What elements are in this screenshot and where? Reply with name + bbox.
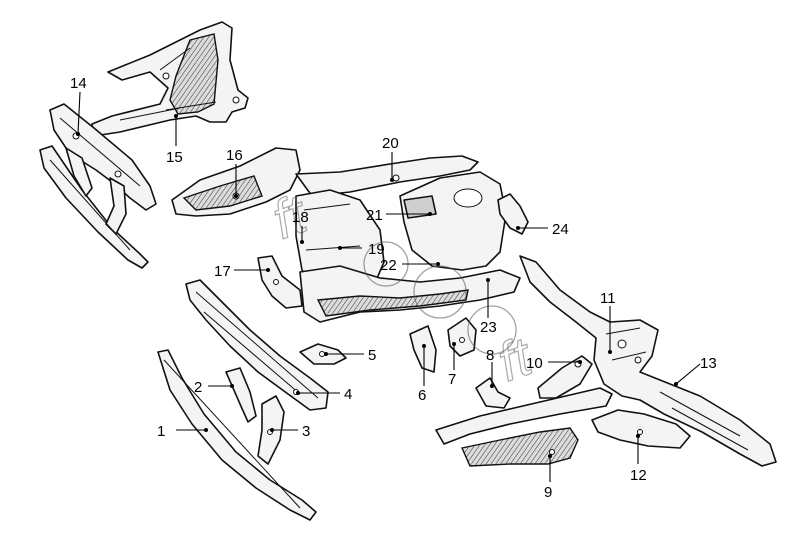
part-6-bracket <box>409 325 437 373</box>
part-lower-crossmember <box>299 265 521 323</box>
part-20-upper-apron <box>295 155 479 197</box>
part-8-bracket <box>475 377 511 409</box>
callout-19: 19 <box>368 241 385 258</box>
callout-4: 4 <box>344 386 352 403</box>
callout-labels: 1 2 3 4 5 6 7 8 9 10 11 12 13 14 15 16 1… <box>70 75 717 501</box>
part-12-bracket <box>591 409 691 449</box>
callout-2: 2 <box>194 379 202 396</box>
callout-21: 21 <box>366 207 383 224</box>
callout-13: 13 <box>700 355 717 372</box>
callout-16: 16 <box>226 147 243 164</box>
callout-3: 3 <box>302 423 310 440</box>
callout-14: 14 <box>70 75 87 92</box>
part-4-crossmember <box>185 279 329 411</box>
part-apron-wheel-house <box>399 171 507 271</box>
part-2-bracket <box>225 367 257 423</box>
callout-18: 18 <box>292 209 309 226</box>
callout-23: 23 <box>480 319 497 336</box>
callout-17: 17 <box>214 263 231 280</box>
callout-15: 15 <box>166 149 183 166</box>
callout-22: 22 <box>380 257 397 274</box>
callout-24: 24 <box>552 221 569 238</box>
part-1-bumper-beam <box>157 349 317 521</box>
callout-5: 5 <box>368 347 376 364</box>
callout-1: 1 <box>157 423 165 440</box>
callout-20: 20 <box>382 135 399 152</box>
part-15-upper-support <box>91 21 249 137</box>
part-14-left-front-frame <box>39 103 157 269</box>
part-5-bracket <box>299 343 347 365</box>
callout-6: 6 <box>418 387 426 404</box>
callout-11: 11 <box>600 290 616 307</box>
callout-leaders <box>76 91 701 482</box>
callout-12: 12 <box>630 467 647 484</box>
callout-9: 9 <box>544 484 552 501</box>
part-7-bracket <box>447 317 477 357</box>
part-9-lower-rail <box>435 387 613 467</box>
callout-8: 8 <box>486 347 494 364</box>
callout-10: 10 <box>526 355 543 372</box>
part-17-bracket <box>257 255 303 309</box>
callout-7: 7 <box>448 371 456 388</box>
part-11-13-right-rail <box>519 255 777 467</box>
